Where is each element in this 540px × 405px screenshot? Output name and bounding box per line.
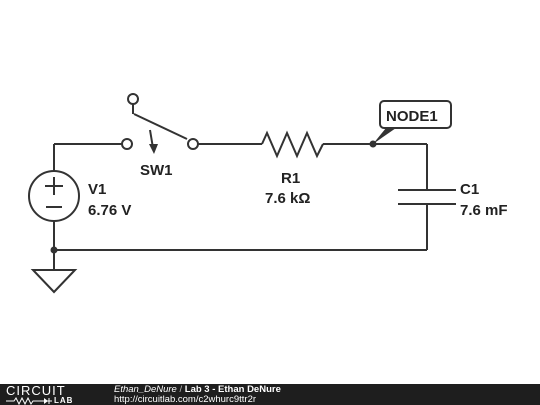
- voltage-source-v1[interactable]: [28, 170, 80, 222]
- wire-top-left: [53, 143, 122, 171]
- switch-sw1[interactable]: [121, 93, 199, 154]
- switch-terminal-left: [121, 138, 133, 150]
- wires: [53, 143, 428, 270]
- ground-symbol: [30, 269, 78, 294]
- voltage-source-circle: [28, 170, 80, 222]
- capacitor-c1[interactable]: [398, 189, 456, 205]
- circuit-url[interactable]: http://circuitlab.com/c2whurc9ttr2r: [114, 394, 257, 405]
- node-label-box: [379, 100, 452, 129]
- circuit-title[interactable]: Lab 3 - Ethan DeNure: [184, 384, 281, 395]
- r1-value-label: 7.6 kΩ: [265, 190, 310, 207]
- v1-name-label: V1: [88, 181, 106, 198]
- circuit-meta: Ethan_DeNure / Lab 3 - Ethan DeNure http…: [114, 385, 281, 405]
- node-callout-pointer: [373, 128, 396, 144]
- v1-value-label: 6.76 V: [88, 202, 131, 219]
- plus-sign: [45, 177, 63, 195]
- c1-name-label: C1: [460, 181, 479, 198]
- c1-value-label: 7.6 mF: [460, 202, 508, 219]
- sw1-label: SW1: [140, 162, 173, 179]
- junction-dot-bottom: [50, 246, 58, 254]
- r1-name-label: R1: [281, 170, 300, 187]
- node-label-text: NODE1: [386, 108, 438, 125]
- node-label-node1[interactable]: NODE1: [373, 100, 452, 144]
- footer-bar: CIRCUIT LAB Ethan_DeNure / Lab 3 - Ethan…: [0, 384, 540, 405]
- switch-arrow-head: [149, 144, 158, 154]
- circuit-schematic: V1 6.76 V SW1 R1 7.6 kΩ C1 7.6 mF NODE1: [28, 93, 508, 294]
- switch-actuator-knob: [127, 93, 139, 105]
- logo-text-top: CIRCUIT: [6, 384, 66, 398]
- meta-separator: /: [176, 384, 185, 395]
- logo-resistor-icon: [6, 397, 52, 405]
- switch-terminal-right: [187, 138, 199, 150]
- resistor-zigzag: [261, 130, 324, 159]
- switch-blade: [133, 113, 188, 140]
- author-link[interactable]: Ethan_DeNure: [114, 384, 177, 395]
- circuitlab-logo[interactable]: CIRCUIT LAB: [6, 384, 102, 405]
- logo-text-bottom: LAB: [54, 396, 74, 405]
- resistor-r1[interactable]: [261, 130, 324, 159]
